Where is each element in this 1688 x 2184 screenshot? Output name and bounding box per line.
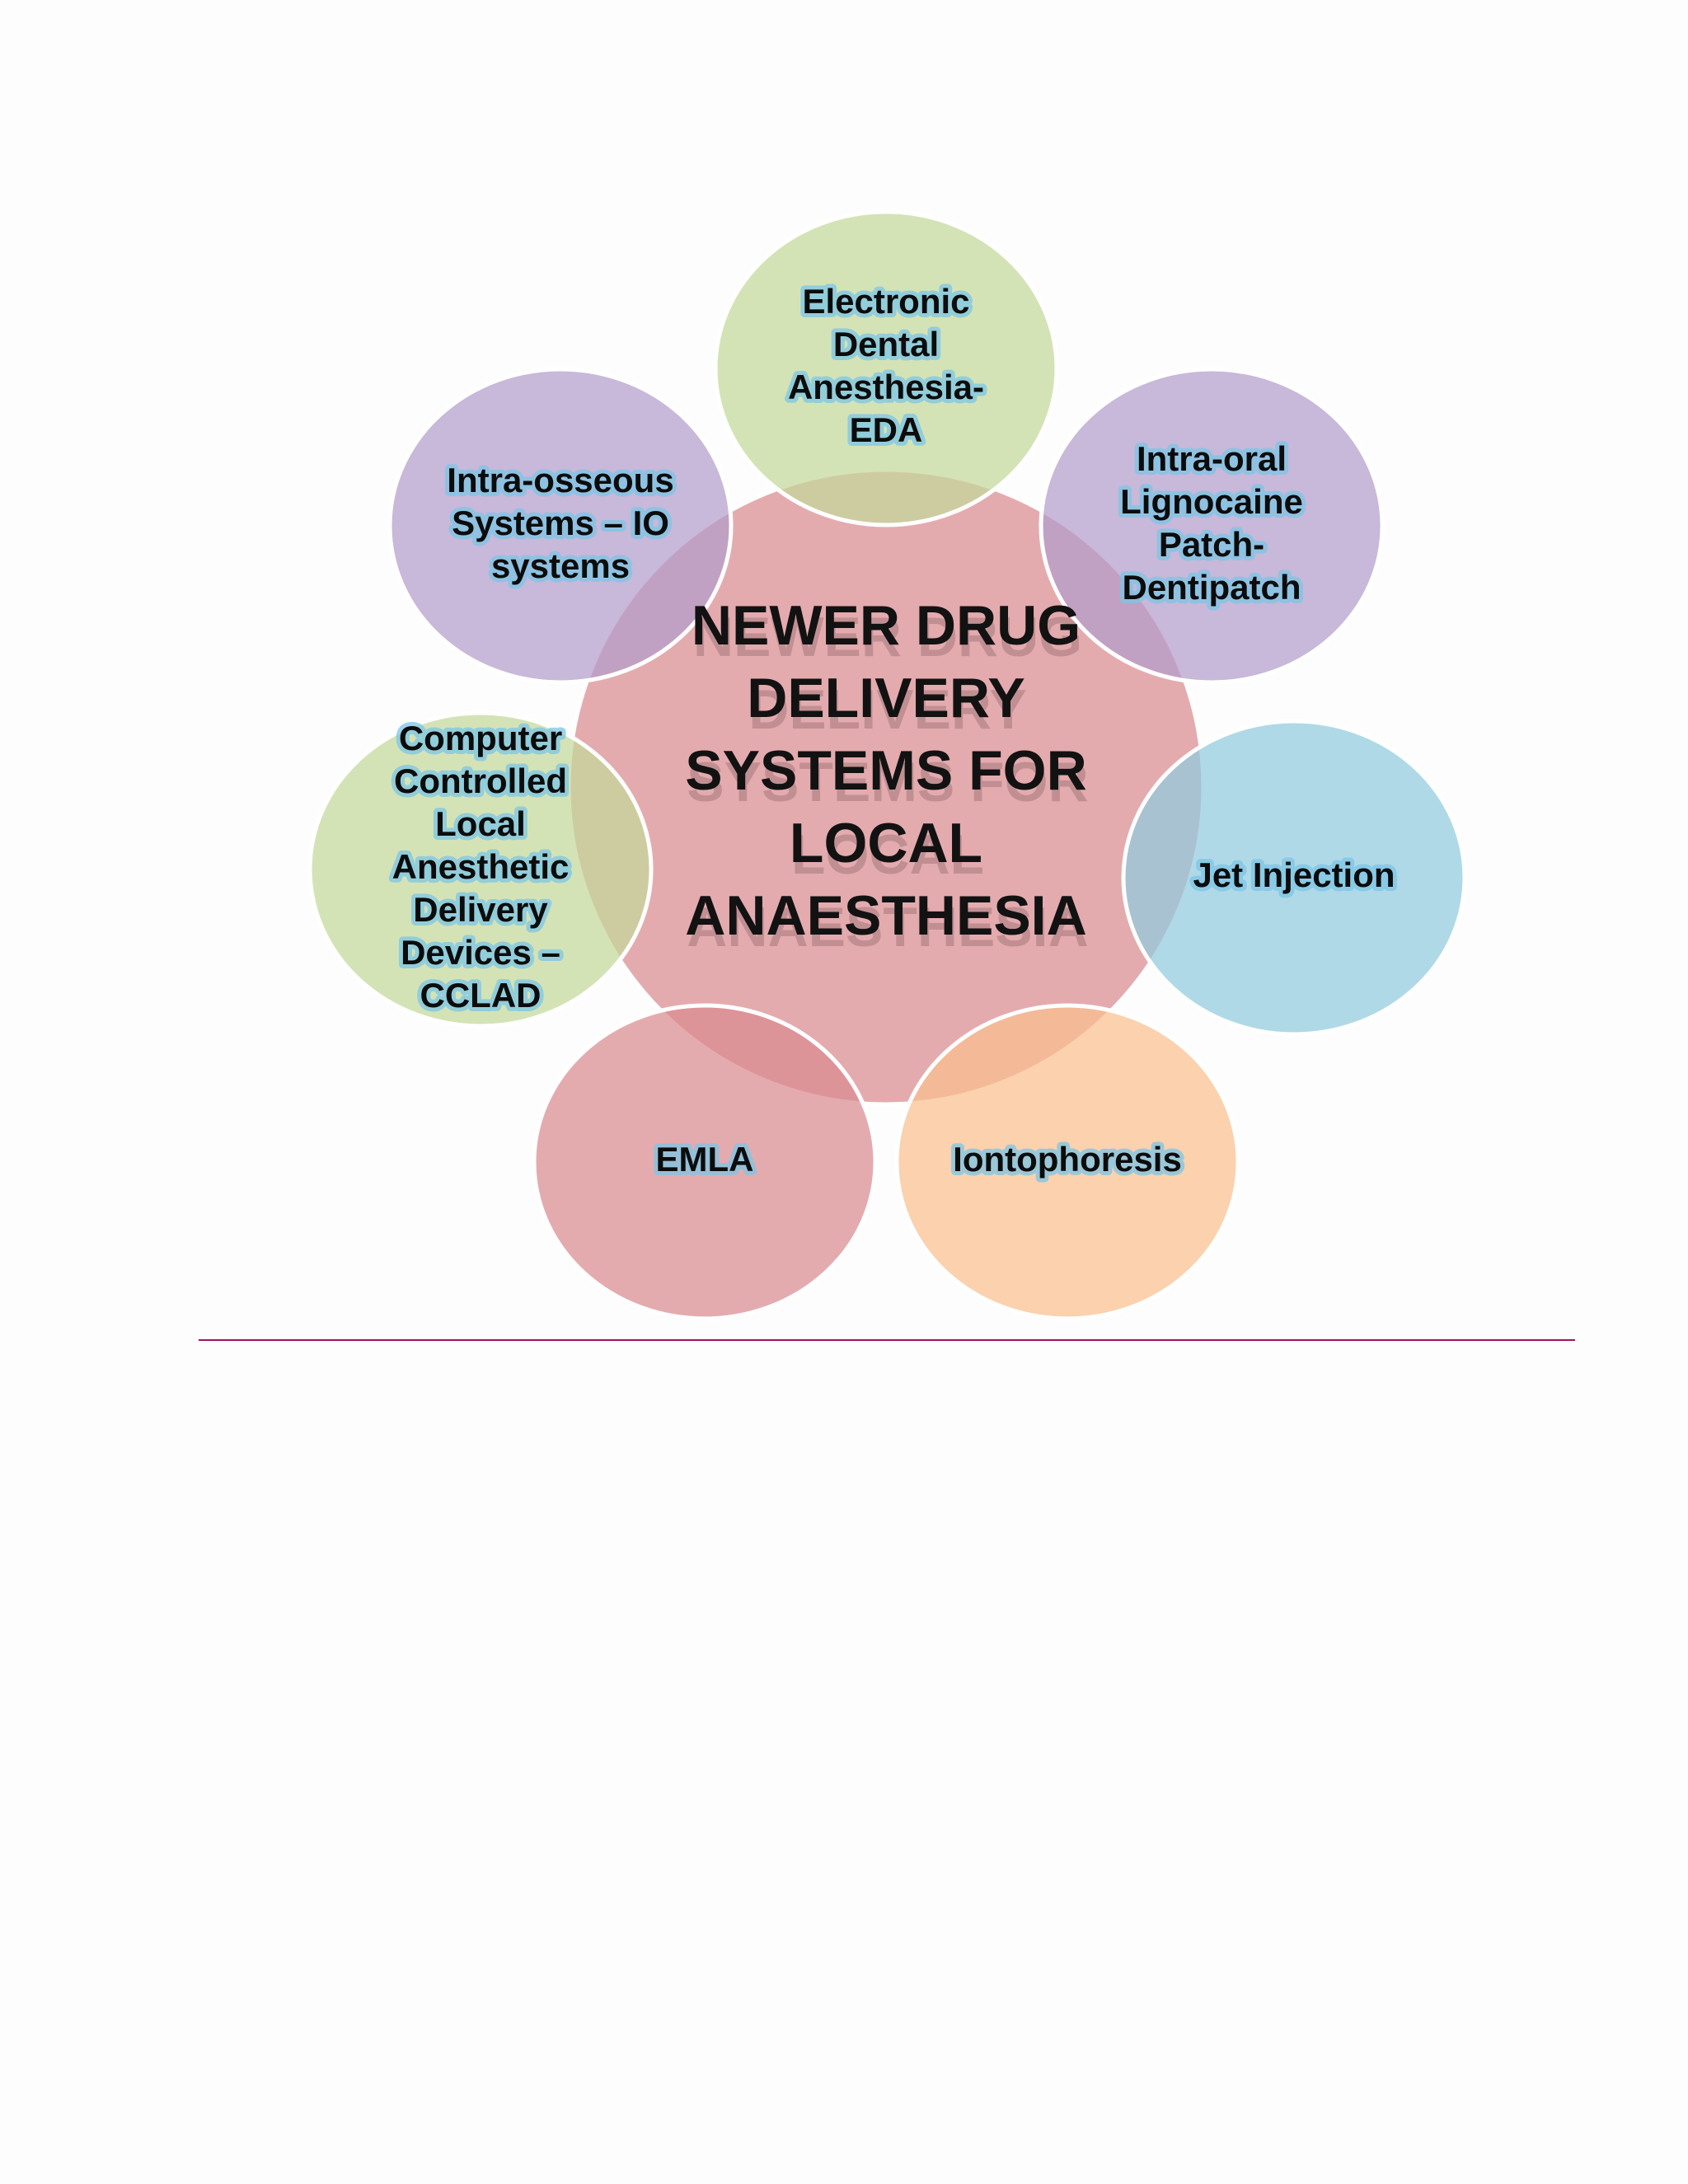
node-io-systems-label-glow: Systems – IO xyxy=(452,504,669,542)
satellite-nodes: ElectronicElectronicDentalDentalAnesthes… xyxy=(307,209,1467,1321)
center-title-shadow: NEWER DRUG xyxy=(693,606,1082,668)
node-eda: ElectronicElectronicDentalDentalAnesthes… xyxy=(713,209,1059,527)
node-dentipatch-label-glow: Dentipatch xyxy=(1122,568,1301,607)
center-title-shadow: ANAESTHESIA xyxy=(687,896,1088,958)
node-cclad-circle xyxy=(307,710,654,1029)
node-dentipatch-label-line: Intra-oral xyxy=(1137,439,1287,478)
node-dentipatch-label-line: Dentipatch xyxy=(1122,568,1301,607)
center-title-shadow: LOCAL xyxy=(791,823,984,886)
node-io-systems-label-line: Systems – IO xyxy=(452,504,669,542)
radial-cycle-diagram: ElectronicElectronicDentalDentalAnesthes… xyxy=(307,209,1467,1321)
node-cclad-label-glow: Controlled xyxy=(394,762,567,800)
center-title-line: LOCAL xyxy=(790,812,982,874)
node-cclad-label-line: CCLAD xyxy=(420,976,542,1015)
node-io-systems-label-line: Intra-osseous xyxy=(447,461,673,499)
node-dentipatch-label-line: Lignocaine xyxy=(1120,482,1303,521)
node-emla-label-line: EMLA xyxy=(656,1140,754,1179)
node-jet-injection-circle xyxy=(1121,719,1467,1037)
node-dentipatch: Intra-oralIntra-oralLignocaineLignocaine… xyxy=(1039,367,1385,685)
node-eda-label-line: Dental xyxy=(833,325,939,363)
node-iontophoresis-label-line: Iontophoresis xyxy=(953,1140,1182,1179)
center-title-line: ANAESTHESIA xyxy=(685,884,1086,947)
node-eda-label-glow: Anesthesia- xyxy=(788,368,984,406)
node-dentipatch-label-glow: Intra-oral xyxy=(1137,439,1287,478)
node-emla-label-glow: EMLA xyxy=(656,1140,754,1179)
node-cclad: ComputerComputerControlledControlledLoca… xyxy=(307,710,654,1029)
center-title-line: NEWER DRUG xyxy=(692,594,1081,657)
center-title-shadow: DELIVERY xyxy=(748,678,1027,741)
node-cclad-label-line: Computer xyxy=(399,719,562,757)
node-cclad-label-line: Controlled xyxy=(394,762,567,800)
node-cclad-label-line: Delivery xyxy=(413,890,548,929)
node-cclad-label-line: Local xyxy=(435,804,526,843)
node-io-systems-label-line: systems xyxy=(491,546,630,585)
node-cclad-label-line: Devices – xyxy=(401,933,560,972)
horizontal-rule xyxy=(199,1339,1575,1341)
node-dentipatch-circle xyxy=(1039,367,1385,685)
center-title-line: SYSTEMS FOR xyxy=(685,739,1086,802)
node-eda-label-line: EDA xyxy=(850,410,923,449)
node-cclad-label-glow: Computer xyxy=(399,719,562,757)
center-title-line: DELIVERY xyxy=(747,667,1025,729)
node-cclad-label-glow: Delivery xyxy=(413,890,548,929)
node-dentipatch-label-glow: Patch- xyxy=(1159,525,1264,564)
node-eda-label-line: Electronic xyxy=(802,282,969,321)
node-eda-label-glow: EDA xyxy=(850,410,923,449)
node-eda-circle xyxy=(713,209,1059,527)
center-title-shadow: SYSTEMS FOR xyxy=(687,751,1088,813)
node-io-systems-circle xyxy=(387,367,734,685)
node-dentipatch-label-glow: Lignocaine xyxy=(1120,482,1303,521)
node-cclad-label-line: Anesthetic xyxy=(392,847,570,886)
node-dentipatch-label-line: Patch- xyxy=(1159,525,1264,564)
node-cclad-label-glow: Devices – xyxy=(401,933,560,972)
node-jet-injection-label-glow: Jet Injection xyxy=(1193,855,1395,894)
node-iontophoresis-circle xyxy=(894,1003,1240,1321)
node-iontophoresis-label-glow: Iontophoresis xyxy=(953,1140,1182,1179)
node-emla-circle xyxy=(532,1003,878,1321)
node-io-systems-label-glow: systems xyxy=(491,546,630,585)
node-cclad-label-glow: Local xyxy=(435,804,526,843)
node-io-systems-label-glow: Intra-osseous xyxy=(447,461,673,499)
node-eda-label-glow: Electronic xyxy=(802,282,969,321)
node-jet-injection-label-line: Jet Injection xyxy=(1193,855,1395,894)
node-cclad-label-glow: CCLAD xyxy=(420,976,542,1015)
node-eda-label-line: Anesthesia- xyxy=(788,368,984,406)
node-cclad-label-glow: Anesthetic xyxy=(392,847,570,886)
node-eda-label-glow: Dental xyxy=(833,325,939,363)
